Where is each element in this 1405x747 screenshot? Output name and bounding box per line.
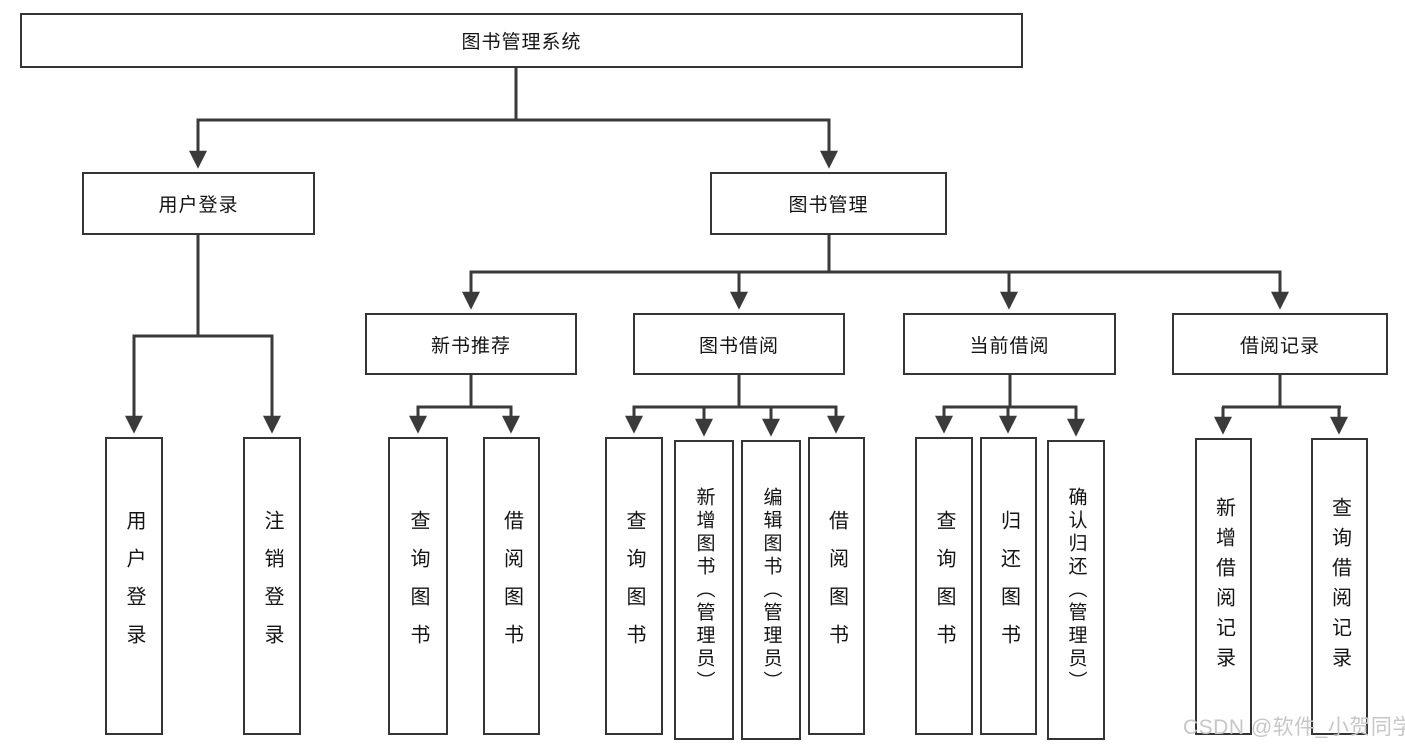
node-user-login: 用户登录 <box>82 172 315 235</box>
node-leaf-borrow-books-1: 借阅图书 <box>483 437 540 735</box>
node-leaf-add-borrow-record: 新增借阅记录 <box>1195 438 1252 735</box>
connector-current-borrow-branch <box>935 375 1085 437</box>
node-leaf-query-books-1: 查询图书 <box>388 437 448 735</box>
node-leaf-add-books-admin: 新增图书（管理员） <box>674 440 734 740</box>
node-new-book-recommend: 新书推荐 <box>365 313 577 375</box>
node-leaf-query-books-3: 查询图书 <box>915 437 973 735</box>
node-leaf-query-books-2: 查询图书 <box>605 437 663 735</box>
connector-root-to-level2 <box>189 68 838 169</box>
node-root: 图书管理系统 <box>20 13 1023 68</box>
node-leaf-return-books: 归还图书 <box>980 437 1037 735</box>
node-leaf-borrow-books-2: 借阅图书 <box>808 437 865 735</box>
node-current-borrow: 当前借阅 <box>903 313 1116 375</box>
connector-book-borrow-branch <box>625 375 845 437</box>
node-leaf-confirm-return-admin: 确认归还（管理员） <box>1047 440 1105 740</box>
connector-new-book-branch <box>409 375 520 434</box>
connector-borrow-records-branch <box>1214 375 1348 435</box>
node-leaf-edit-books-admin: 编辑图书（管理员） <box>741 440 801 740</box>
csdn-watermark: CSDN @软件_小贺同学 <box>1183 716 1405 739</box>
node-leaf-user-login: 用户登录 <box>105 437 163 735</box>
node-leaf-query-borrow-record: 查询借阅记录 <box>1311 438 1368 735</box>
connector-book-management-branch <box>462 235 1289 310</box>
connector-user-login-branch <box>125 235 281 434</box>
node-borrow-records: 借阅记录 <box>1172 313 1388 375</box>
node-leaf-logout: 注销登录 <box>243 437 301 735</box>
node-book-management: 图书管理 <box>710 172 947 235</box>
node-book-borrow: 图书借阅 <box>633 313 845 375</box>
